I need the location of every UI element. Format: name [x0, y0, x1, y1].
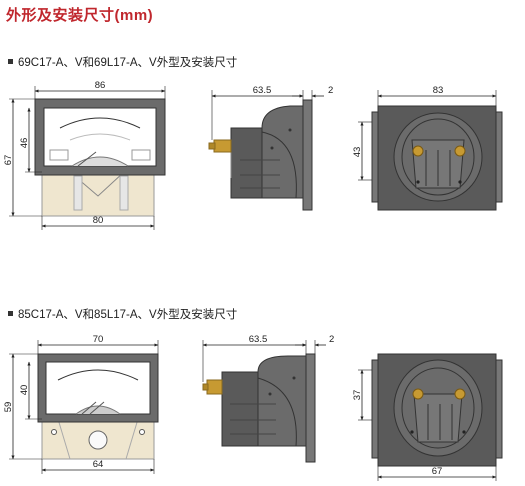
dim-side-depth: 63.5 [249, 334, 268, 345]
dim-front-height-inner: 46 [19, 138, 30, 149]
drawing-2: 70 64 59 40 63.5 2 [3, 334, 503, 481]
section-heading-text: 69C17-A、V和69L17-A、V外型及安装尺寸 [18, 57, 238, 69]
back-view [371, 105, 503, 211]
dim-front-height-outer: 67 [3, 155, 14, 166]
dim-back-width: 83 [433, 85, 444, 96]
dim-front-width-bottom: 80 [93, 215, 104, 226]
side-view [202, 353, 316, 463]
dim-front-width-top: 70 [93, 334, 104, 345]
page-title: 外形及安装尺寸(mm) [6, 7, 154, 24]
dim-back-width: 67 [432, 466, 443, 477]
drawing-1: 86 80 67 46 63.5 2 [3, 80, 503, 230]
back-view [371, 353, 503, 467]
dim-back-height: 43 [352, 147, 363, 158]
dim-back-height: 37 [352, 390, 363, 401]
front-view [37, 353, 159, 460]
dim-front-height-outer: 59 [3, 402, 14, 413]
side-view [208, 99, 313, 211]
dim-front-width-top: 86 [95, 80, 106, 91]
section-heading-1: 69C17-A、V和69L17-A、V外型及安装尺寸 [8, 54, 237, 70]
dim-front-width-bottom: 64 [93, 459, 104, 470]
dim-side-flange: 2 [328, 85, 333, 96]
dim-side-flange: 2 [329, 334, 334, 345]
section-heading-2: 85C17-A、V和85L17-A、V外型及安装尺寸 [8, 306, 237, 322]
section-heading-text: 85C17-A、V和85L17-A、V外型及安装尺寸 [18, 309, 238, 321]
bullet-icon [8, 59, 13, 65]
bullet-icon [8, 311, 13, 317]
dim-front-height-inner: 40 [19, 385, 30, 396]
dim-side-depth: 63.5 [253, 85, 272, 96]
front-view [34, 98, 166, 217]
